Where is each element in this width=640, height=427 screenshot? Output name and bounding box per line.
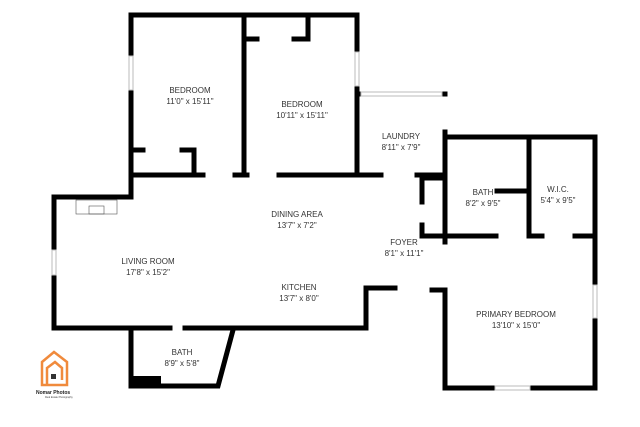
room-name: DINING AREA — [271, 210, 323, 219]
wall — [51, 87, 134, 253]
room-size: 8'11" x 7'9" — [381, 143, 421, 152]
room-size: 8'2" x 9'5" — [465, 199, 501, 208]
room-label-bath-2: BATH 8'9" x 5'8" — [165, 347, 200, 369]
window — [354, 51, 360, 87]
logo-subtitle: Real Estate Photography — [45, 396, 73, 399]
room-name: BATH — [171, 348, 193, 357]
window — [128, 55, 134, 91]
room-label-laundry: LAUNDRY 8'11" x 7'9" — [382, 131, 421, 153]
room-name: LAUNDRY — [381, 132, 421, 141]
windows — [51, 51, 598, 391]
room-size: 11'0" x 15'11" — [166, 97, 214, 106]
room-name: LIVING ROOM — [121, 257, 175, 266]
room-size: 5'4" x 9'5" — [540, 196, 576, 205]
window — [360, 91, 443, 97]
logo-title: Nomar Photos — [36, 390, 71, 396]
room-name: BATH — [472, 188, 494, 197]
room-label-foyer: FOYER 8'1" x 11'1" — [385, 237, 424, 259]
room-name: BEDROOM — [169, 86, 211, 95]
room-name: PRIMARY BEDROOM — [476, 310, 556, 319]
wall — [128, 325, 237, 389]
wall — [179, 147, 197, 178]
room-label-bedroom-1: BEDROOM 11'0" x 15'11" — [166, 85, 213, 107]
bath-fixture — [131, 376, 161, 388]
wall — [291, 12, 311, 42]
room-name: KITCHEN — [281, 283, 317, 292]
room-size: 17'8" x 15'2" — [126, 268, 170, 277]
room-label-dining: DINING AREA 13'7" x 7'2" — [271, 209, 323, 231]
room-label-wic: W.I.C. 5'4" x 9'5" — [541, 184, 576, 206]
room-size: 13'7" x 8'0" — [279, 294, 319, 303]
room-size: 10'11" x 15'11" — [276, 111, 328, 120]
window — [51, 249, 57, 276]
wall — [419, 175, 448, 205]
room-size: 13'7" x 7'2" — [277, 221, 317, 230]
room-size: 8'1" x 11'1" — [384, 249, 424, 258]
wall — [182, 285, 398, 331]
walls — [51, 12, 598, 391]
room-size: 13'10" x 15'0" — [491, 321, 541, 330]
logo-icon — [40, 350, 69, 387]
room-label-living: LIVING ROOM 17'8" x 15'2" — [121, 256, 174, 278]
room-label-bath: BATH 8'2" x 9'5" — [466, 187, 501, 209]
room-name: BEDROOM — [281, 100, 323, 109]
room-name: W.I.C. — [547, 185, 569, 194]
room-label-bedroom-2: BEDROOM 10'11" x 15'11" — [276, 99, 328, 121]
fireplace — [75, 199, 118, 215]
window — [494, 385, 531, 391]
room-size: 8'9" x 5'8" — [164, 359, 200, 368]
room-label-primary-bedroom: PRIMARY BEDROOM 13'10" x 15'0" — [476, 309, 556, 331]
wall — [429, 287, 498, 391]
room-name: FOYER — [390, 238, 418, 247]
room-label-kitchen: KITCHEN 13'7" x 8'0" — [279, 282, 318, 304]
window — [592, 284, 598, 319]
